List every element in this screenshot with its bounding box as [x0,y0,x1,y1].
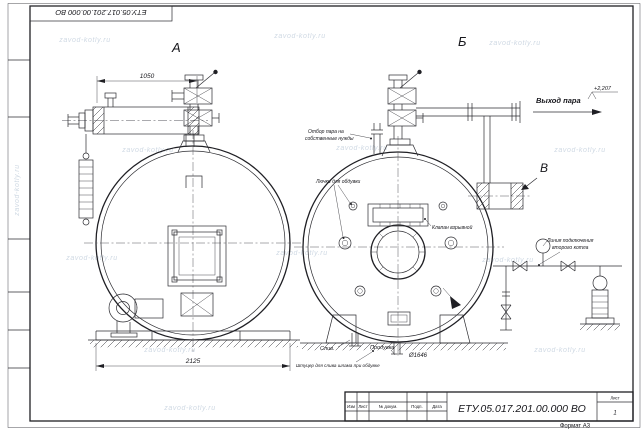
dimension-2125: 2125 [95,343,291,371]
annotation-second-boiler-line2: второго котла [552,245,589,251]
inspection-nozzles [338,201,458,297]
view-a: А [62,40,302,371]
leader-line [355,351,373,363]
dim-1646-text: Ø1646 [408,353,428,359]
title-doc-number: ЕТУ.05.017.201.00.000 ВО [458,403,586,415]
watermark-text: zavod-kotly.ru [163,405,215,412]
view-v-arrow: В [521,161,548,190]
water-level-gauge [78,134,94,226]
view-b: Б [294,34,622,356]
section-flag [442,287,461,309]
ground-hatch-b [302,343,506,351]
economizer [62,92,208,147]
annotation-steam-tap-line1: Отбор пара на [308,129,344,135]
top-doc-number-cell [29,5,173,22]
boiler-b-shell [294,136,504,356]
title-col-doc: № докум. [379,404,398,409]
sheet-number: 1 [613,411,616,417]
watermark-text: zavod-kotly.ru [533,347,585,354]
watermark-text: zavod-kotly.ru [481,257,533,264]
blowdown-branch [500,266,512,331]
explosion-hatch [367,203,429,227]
watermark-text: zavod-kotly.ru [488,40,540,47]
dimension-1050: 1050 [96,73,198,103]
dim-1050-text: 1050 [140,73,155,80]
watermark-text: zavod-kotly.ru [14,164,21,216]
annotation-explosion-valve: Клапан взрывной [432,224,473,231]
title-block: Изм Лист № докум. Подп. Дата ЕТУ.05.017.… [344,391,634,422]
elevation-mark: +2,207 [594,86,612,92]
feed-pump [580,266,620,331]
watermark-text: zavod-kotly.ru [121,147,173,154]
leader-line [333,184,344,238]
watermark-text: zavod-kotly.ru [143,347,195,354]
watermark-text: zavod-kotly.ru [65,255,117,262]
leader-line [425,219,432,227]
steam-tap-nozzle [371,123,383,154]
annotation-drain: Слив. [320,346,335,352]
dim-2125-text: 2125 [185,358,201,365]
drawing-border [29,5,634,422]
drain-stubs [349,333,403,355]
leader-line [337,339,351,348]
watermark-text: zavod-kotly.ru [58,37,110,44]
vent-valve [104,92,117,107]
bottom-hatch [387,311,411,326]
sheet-outer-border [7,3,641,428]
watermark-text: zavod-kotly.ru [553,147,605,154]
ground-hatch-a [90,340,298,348]
steam-outlet-pipe [416,101,521,183]
drawing-frame: ЕТУ.05.017.201.00.000 ВО Формат А3 [7,3,641,430]
title-col-date: Дата [432,404,442,409]
view-v-label: В [540,161,548,175]
view-a-label: А [171,40,181,55]
annotation-sludge-fitting: Штуцер для слива шлама при обдувке [296,363,380,368]
title-col-izm: Изм [347,404,355,409]
view-b-label: Б [458,34,467,49]
manhole [370,224,426,280]
safety-valve-assembly-a [171,69,220,153]
leader-line [337,184,351,204]
leader-line [349,133,371,139]
format-label: Формат А3 [560,424,591,430]
heat-exchanger-b [468,182,532,210]
sheet-label: Лист [610,396,619,401]
watermark-text: zavod-kotly.ru [335,145,387,152]
annotation-steam-tap-line2: собственные нужды [305,136,354,142]
watermarks: zavod-kotly.ru zavod-kotly.ru zavod-kotl… [14,33,605,412]
watermark-text: zavod-kotly.ru [275,250,327,257]
leader-line [539,251,561,265]
annotation-steam-out: Выход пара [536,96,581,105]
watermark-text: zavod-kotly.ru [273,33,325,40]
annotation-blowdown: Продувка [370,345,394,351]
piping-scheme [493,238,622,331]
ash-door [180,292,214,317]
annotations: Отбор пара на собственные нужды Лючки дл… [296,86,618,368]
boiler-a-door [167,175,227,287]
annotation-second-boiler-line1: Линия подключения [546,238,594,244]
leader-line [390,349,396,356]
top-doc-number: ЕТУ.05.017.201.00.000 ВО [55,8,146,17]
title-col-list: Лист [358,404,367,409]
title-col-sign: Подп. [411,404,422,409]
annotation-blow-hatches: Лючки для обдувки [315,179,361,185]
steam-out-callout: Выход пара +2,207 [533,86,618,115]
pressure-gauge [535,238,551,266]
safety-valve-assembly-b [371,69,424,157]
